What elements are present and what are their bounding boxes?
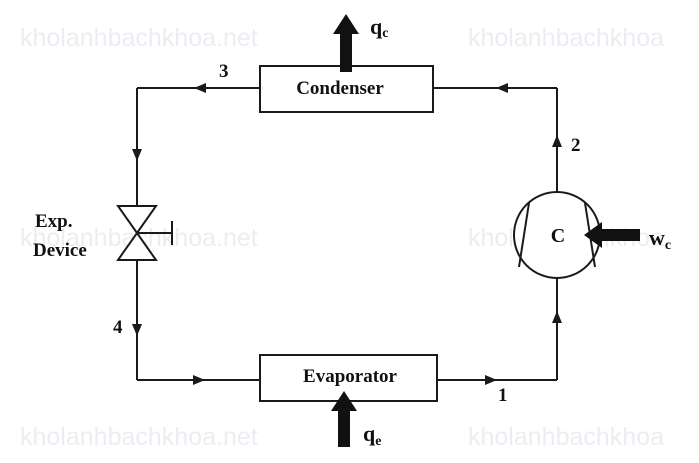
- work-input-arrow-icon: [584, 222, 640, 248]
- heat-rejected-arrow-icon: [333, 14, 359, 72]
- flow-arrow-bottom-right: [485, 375, 497, 385]
- flow-arrow-left-lower: [132, 324, 142, 336]
- condenser-box: [259, 65, 434, 113]
- watermark-top-right: kholanhbachkhoa: [468, 24, 664, 52]
- watermark-top-left: kholanhbachkhoa.net: [20, 24, 258, 52]
- flow-arrow-top-right: [496, 83, 508, 93]
- heat-absorbed-label: qe: [363, 421, 381, 449]
- flow-arrows: [132, 83, 562, 385]
- expansion-valve-icon: [116, 205, 173, 261]
- watermark-bottom-right: kholanhbachkhoa: [468, 423, 664, 451]
- flow-arrow-top-left: [194, 83, 206, 93]
- condenser-label: Condenser: [296, 78, 384, 99]
- compressor-label: C: [551, 225, 565, 247]
- heat-rejected-label: qc: [370, 14, 388, 41]
- heat-absorbed-arrow-icon: [331, 391, 357, 447]
- state-label-4: 4: [113, 317, 123, 338]
- expansion-device-label-line1: Exp.: [35, 211, 73, 232]
- flow-arrow-right-upper: [552, 135, 562, 147]
- work-input-label: wc: [649, 225, 671, 253]
- expansion-device-label-line2: Device: [33, 240, 87, 261]
- watermark-bottom-left: kholanhbachkhoa.net: [20, 423, 258, 451]
- flow-arrow-left-upper: [132, 149, 142, 161]
- state-label-2: 2: [571, 135, 581, 156]
- flow-arrow-right-lower: [552, 311, 562, 323]
- state-label-3: 3: [219, 61, 229, 82]
- state-label-1: 1: [498, 385, 508, 406]
- flow-arrow-bottom-left: [193, 375, 205, 385]
- evaporator-label: Evaporator: [303, 366, 398, 387]
